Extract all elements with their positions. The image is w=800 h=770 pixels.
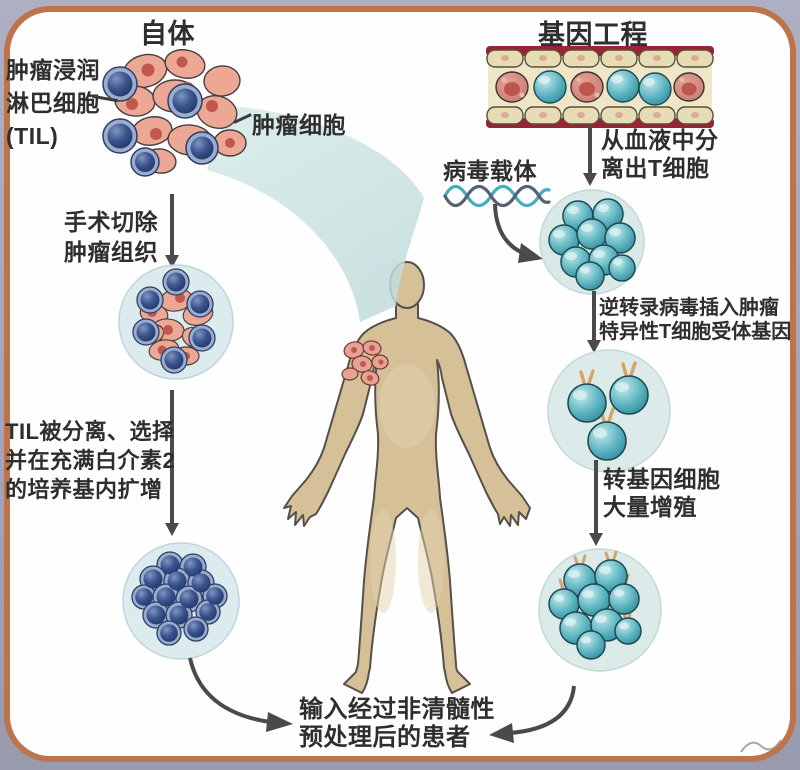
proliferated-tcells-illustration [538,548,662,672]
proliferate-step-label: 转基因细胞 大量增殖 [603,466,721,520]
tumor-tissue-sample-illustration [118,264,234,380]
retrovirus-step-label: 逆转录病毒插入肿瘤 特异性T细胞受体基因 [599,297,792,343]
arrow-vector-to-tcells [493,203,543,263]
arrow-expansion-down [165,390,179,536]
transduced-tcells-illustration [547,349,671,473]
tumor-til-cluster-illustration [102,49,247,177]
arrow-surgery-down [165,194,179,268]
blood-vessel-illustration [486,46,714,128]
watermark-scribble [740,739,782,753]
arrow-infusion-left [188,657,293,732]
arrow-infusion-right [489,685,576,743]
isolated-tcells-illustration [539,189,645,295]
expansion-step-label: TIL被分离、选择 并在充满白介素2 的培养基内扩增 [5,419,176,502]
viral-vector-dna-icon [443,184,551,208]
infusion-step-label: 输入经过非清髓性 预处理后的患者 [299,696,495,751]
autologous-title: 自体 [140,19,195,49]
til-label: 肿瘤浸润 淋巴细胞 (TIL) [6,57,100,149]
viral-vector-label: 病毒载体 [443,158,537,184]
arrow-isolate-down [583,126,597,186]
tumor-cell-label: 肿瘤细胞 [252,112,346,138]
chest-tumor-illustration [341,340,389,386]
arrow-proliferate-down [589,460,603,546]
biopsy-beam [207,106,424,322]
arrow-retrovirus-down [587,291,601,353]
surgery-step-label: 手术切除 肿瘤组织 [64,209,158,265]
gene-engineering-title: 基因工程 [538,20,648,50]
patient-body-illustration [283,261,531,694]
isolate-step-label: 从血液中分 离出T细胞 [601,127,719,181]
expanded-til-illustration [122,542,240,660]
